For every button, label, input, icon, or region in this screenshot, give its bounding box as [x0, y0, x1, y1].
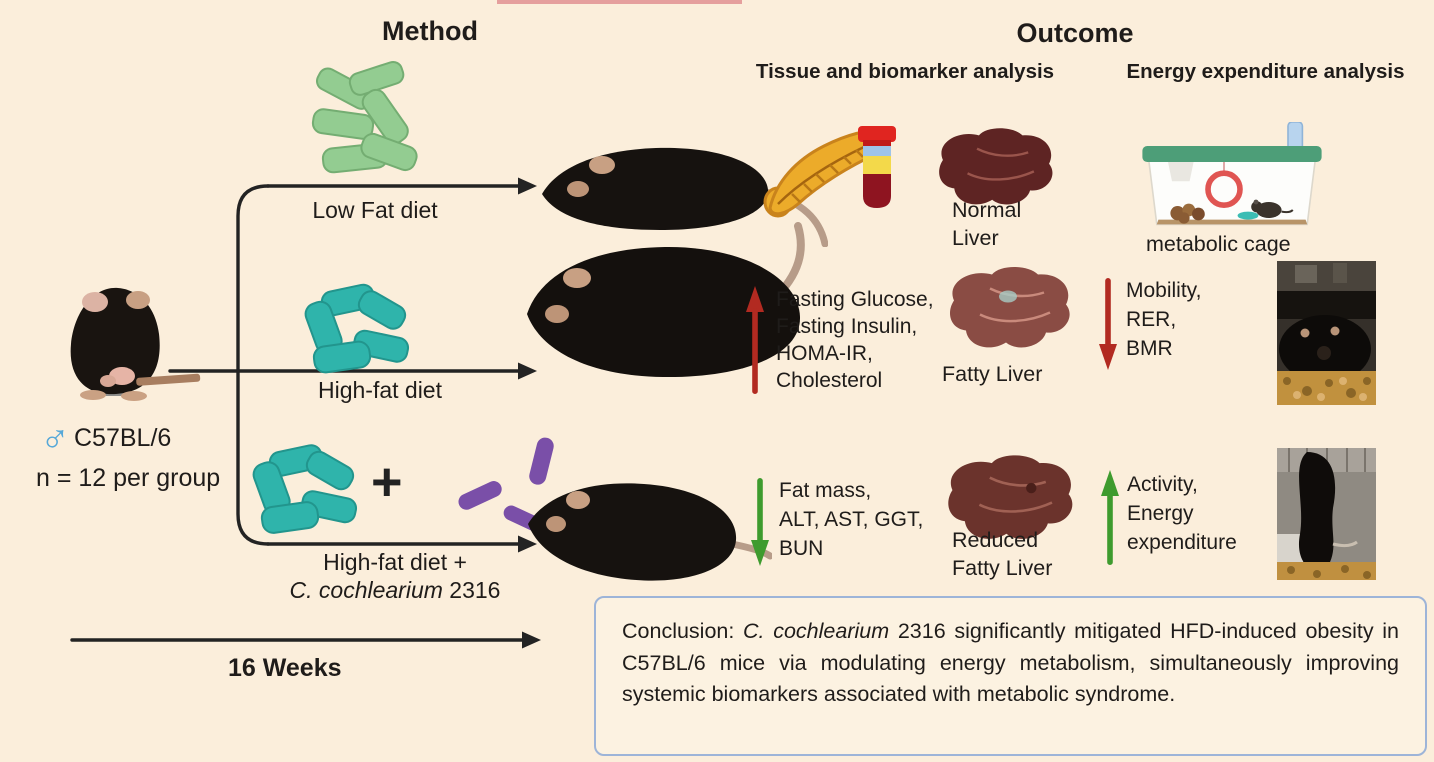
- mouse-ear: [566, 491, 590, 509]
- blood-tube-icon: [858, 126, 896, 208]
- reduced-label-line1: Reduced: [952, 528, 1039, 552]
- hfd-increased-list: Fasting Glucose, Fasting Insulin, HOMA-I…: [776, 286, 934, 394]
- increase-arrow-icon: [1101, 470, 1119, 565]
- effect-line: HOMA-IR,: [776, 342, 873, 365]
- effect-line: BUN: [779, 537, 824, 560]
- effect-line: BMR: [1126, 337, 1173, 360]
- effect-line: Cholesterol: [776, 369, 883, 392]
- reduced-fatty-liver-illustration: [948, 455, 1073, 539]
- normal-liver-label-line1: Normal: [952, 198, 1022, 222]
- cage-lid: [1142, 146, 1322, 162]
- plus-sign: +: [371, 452, 403, 512]
- conclusion-body: 2316 significantly mitigated HFD-induced…: [622, 619, 1399, 707]
- subject-line: ♂ C57BL/6: [40, 418, 171, 458]
- effect-line: Fasting Glucose,: [776, 288, 934, 311]
- duration-label: 16 Weeks: [228, 654, 342, 682]
- increase-arrow-icon: [746, 286, 764, 394]
- high-fat-pellets-illustration: [252, 444, 358, 534]
- mouse-ear: [126, 291, 150, 309]
- effect-line: RER,: [1126, 308, 1177, 331]
- hfd-decreased-list: Mobility, RER, BMR: [1126, 276, 1201, 363]
- decrease-arrow-icon: [751, 478, 769, 566]
- hfd-cc-label-line1: High-fat diet +: [323, 549, 467, 575]
- cage-mouse: [1251, 199, 1294, 218]
- treated-mouse-illustration: [528, 483, 772, 581]
- strain-number: 2316: [449, 577, 501, 604]
- strain-label: C57BL/6: [74, 423, 172, 452]
- food-pile: [1170, 203, 1205, 224]
- group-size-label: n = 12 per group: [36, 464, 221, 492]
- outcome-title: Outcome: [1016, 18, 1134, 48]
- low-fat-pellets-illustration: [311, 60, 418, 174]
- reduced-label-line2: Fatty Liver: [952, 556, 1053, 580]
- hfd-cc-label-line2: C. cochlearium 2316: [245, 576, 545, 604]
- conclusion-prefix: Conclusion:: [622, 619, 744, 643]
- mouse-ear: [589, 156, 615, 174]
- decrease-arrow-icon: [1099, 278, 1117, 370]
- fatty-liver-illustration: [950, 267, 1070, 348]
- male-icon: ♂: [40, 416, 70, 460]
- cage-ring: [1205, 170, 1243, 208]
- mouse-ear: [546, 516, 566, 532]
- species-name: C. cochlearium: [289, 577, 443, 604]
- method-title: Method: [382, 16, 478, 46]
- low-fat-diet-label: Low Fat diet: [312, 197, 438, 223]
- species-italic: C. cochlearium: [743, 619, 890, 643]
- effect-line: Activity,: [1127, 473, 1198, 496]
- cage-dish: [1237, 211, 1259, 220]
- effect-line: Energy: [1127, 502, 1194, 525]
- tissue-analysis-header: Tissue and biomarker analysis: [755, 60, 1055, 83]
- hfd-cc-diet-label: High-fat diet + C. cochlearium 2316: [245, 548, 545, 604]
- effect-line: Mobility,: [1126, 279, 1202, 302]
- top-edge-mark: [497, 0, 742, 4]
- conclusion-text: Conclusion: C. cochlearium 2316 signific…: [622, 616, 1399, 711]
- mouse-ear: [545, 305, 569, 323]
- effect-line: expenditure: [1127, 531, 1237, 554]
- high-fat-diet-label: High-fat diet: [317, 377, 442, 403]
- obese-mouse-illustration: [527, 222, 805, 378]
- mouse-ear: [563, 268, 591, 288]
- sedentary-mice-photo: [1277, 261, 1376, 405]
- metabolic-cage-illustration: [1142, 122, 1322, 226]
- mouse-ear: [82, 292, 108, 312]
- cc-increased-list: Activity, Energy expenditure: [1127, 470, 1237, 557]
- high-fat-pellets-illustration: [304, 283, 410, 374]
- fatty-liver-label: Fatty Liver: [942, 362, 1043, 386]
- mouse-ear: [567, 181, 589, 197]
- effect-line: ALT, AST, GGT,: [779, 508, 924, 531]
- normal-liver-illustration: [939, 128, 1053, 205]
- normal-liver-label-line2: Liver: [952, 226, 999, 250]
- source-mouse-photo: [70, 287, 201, 401]
- metabolic-cage-label: metabolic cage: [1146, 232, 1291, 256]
- reduced-fatty-liver-label: Reduced Fatty Liver: [952, 526, 1052, 582]
- normal-liver-label: Normal Liver: [952, 196, 1021, 252]
- energy-analysis-header: Energy expenditure analysis: [1126, 60, 1405, 83]
- active-mouse-photo: [1277, 448, 1376, 580]
- effect-line: Fat mass,: [779, 479, 872, 502]
- cc-decreased-list: Fat mass, ALT, AST, GGT, BUN: [779, 476, 923, 563]
- effect-line: Fasting Insulin,: [776, 315, 918, 338]
- conclusion-box: Conclusion: C. cochlearium 2316 signific…: [594, 596, 1427, 756]
